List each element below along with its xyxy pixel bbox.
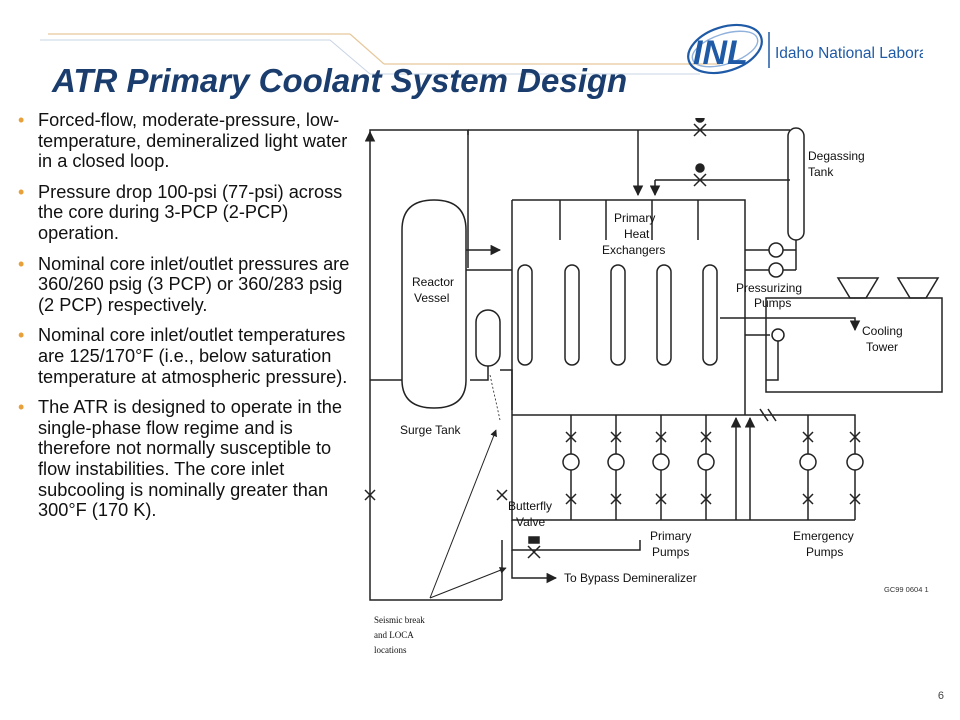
label-degassing-1: Degassing: [808, 149, 865, 163]
label-seismic-2: and LOCA: [374, 630, 414, 640]
butterfly-valve: [527, 536, 541, 559]
label-pressurizing-1: Pressurizing: [736, 281, 802, 295]
bullet-item: • Nominal core inlet/outlet pressures are…: [18, 254, 358, 316]
page-title: ATR Primary Coolant System Design: [52, 62, 628, 99]
label-butterfly-2: Valve: [516, 515, 545, 529]
primary-pumps: [562, 415, 715, 520]
check-valve: [759, 408, 777, 422]
logo-text: Idaho National Laboratory: [775, 45, 923, 62]
seismic-arrow-1: [429, 429, 497, 599]
label-primary-pumps-1: Primary: [650, 529, 691, 543]
figure-code: GC99 0604 1: [884, 585, 929, 594]
bullet-text: Nominal core inlet/outlet pressures are …: [38, 253, 350, 315]
label-hx-3: Exchangers: [602, 243, 665, 257]
valve-top-2: [693, 163, 707, 187]
pump-manifold: [512, 414, 856, 440]
bullet-dot-icon: •: [18, 397, 25, 418]
label-reactor-2: Vessel: [414, 291, 449, 305]
label-pressurizing-2: Pumps: [754, 296, 791, 310]
heat-exchanger-tubes: [517, 264, 718, 366]
seismic-arrow-2: [429, 567, 507, 599]
label-primary-pumps-2: Pumps: [652, 545, 689, 559]
bullet-text: Pressure drop 100-psi (77-psi) across th…: [38, 181, 343, 243]
coolant-system-schematic: Reactor Vessel Surge Tank Primary Heat E…: [364, 118, 943, 655]
reactor-vessel: [401, 199, 467, 409]
label-degassing-2: Tank: [808, 165, 834, 179]
cooling-tower: [765, 277, 943, 393]
bullet-dot-icon: •: [18, 325, 25, 346]
bullet-list: • Forced-flow, moderate-pressure, low-tem…: [18, 110, 358, 531]
label-surge-tank: Surge Tank: [400, 423, 461, 437]
label-emergency-pumps-2: Pumps: [806, 545, 843, 559]
label-seismic-1: Seismic break: [374, 615, 425, 625]
surge-tank: [475, 309, 501, 367]
logo-mark: INL: [693, 34, 748, 72]
bullet-item: • Forced-flow, moderate-pressure, low-tem…: [18, 110, 358, 172]
label-hx-2: Heat: [624, 227, 650, 241]
label-cooling-2: Tower: [866, 340, 898, 354]
bullet-text: Nominal core inlet/outlet temperatures a…: [38, 325, 348, 387]
pressurizing-pumps: [745, 242, 796, 278]
label-hx-1: Primary: [614, 211, 655, 225]
inl-logo: INL Idaho National Laboratory: [687, 23, 923, 75]
bullet-item: • Nominal core inlet/outlet temperatures …: [18, 325, 358, 387]
label-butterfly-1: Butterfly: [508, 499, 552, 513]
label-emergency-pumps-1: Emergency: [793, 529, 854, 543]
bullet-item: • Pressure drop 100-psi (77-psi) across t…: [18, 182, 358, 244]
label-bypass: To Bypass Demineralizer: [564, 571, 697, 585]
bullet-dot-icon: •: [18, 253, 25, 274]
label-reactor-1: Reactor: [412, 275, 454, 289]
emergency-pumps: [799, 415, 864, 520]
header-decoration: [40, 33, 720, 75]
degassing-tank: [787, 127, 805, 241]
bullet-text: The ATR is designed to operate in the si…: [38, 397, 342, 521]
label-cooling-1: Cooling: [862, 324, 903, 338]
bullet-text: Forced-flow, moderate-pressure, low-temp…: [38, 110, 348, 172]
bullet-item: • The ATR is designed to operate in the s…: [18, 397, 358, 521]
valve-top-1: [693, 118, 707, 137]
page-number: 6: [937, 690, 944, 702]
bullet-dot-icon: •: [18, 110, 25, 130]
bullet-dot-icon: •: [18, 181, 25, 202]
label-seismic-3: locations: [374, 645, 407, 655]
hx-header-pipe: [512, 199, 746, 415]
outer-loop-pipe: [369, 129, 502, 601]
